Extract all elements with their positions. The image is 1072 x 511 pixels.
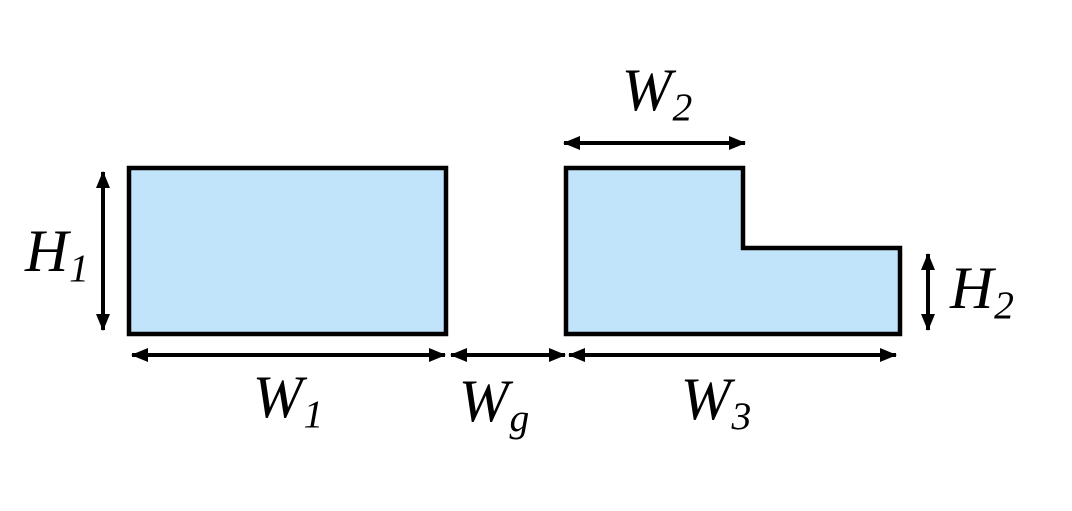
label-wg-main: W bbox=[458, 368, 509, 435]
right-l-shape bbox=[563, 165, 903, 337]
label-w2: W2 bbox=[622, 60, 693, 128]
label-w3-sub: 3 bbox=[731, 394, 752, 439]
label-w1-main: W bbox=[252, 364, 303, 431]
label-h2: H2 bbox=[950, 258, 1014, 326]
label-h2-sub: 2 bbox=[994, 283, 1014, 328]
label-wg: Wg bbox=[459, 371, 530, 439]
label-h2-main: H bbox=[950, 255, 994, 322]
label-w2-sub: 2 bbox=[672, 85, 693, 130]
left-rectangle-shape bbox=[126, 165, 449, 337]
label-w1-sub: 1 bbox=[303, 392, 324, 437]
label-w3-main: W bbox=[680, 366, 731, 433]
label-wg-sub: g bbox=[509, 396, 530, 441]
label-h1: H1 bbox=[25, 221, 89, 289]
label-h1-main: H bbox=[25, 218, 69, 285]
label-h1-sub: 1 bbox=[69, 246, 89, 291]
label-w2-main: W bbox=[621, 57, 672, 124]
label-w3: W3 bbox=[681, 369, 752, 437]
label-w1: W1 bbox=[253, 367, 324, 435]
